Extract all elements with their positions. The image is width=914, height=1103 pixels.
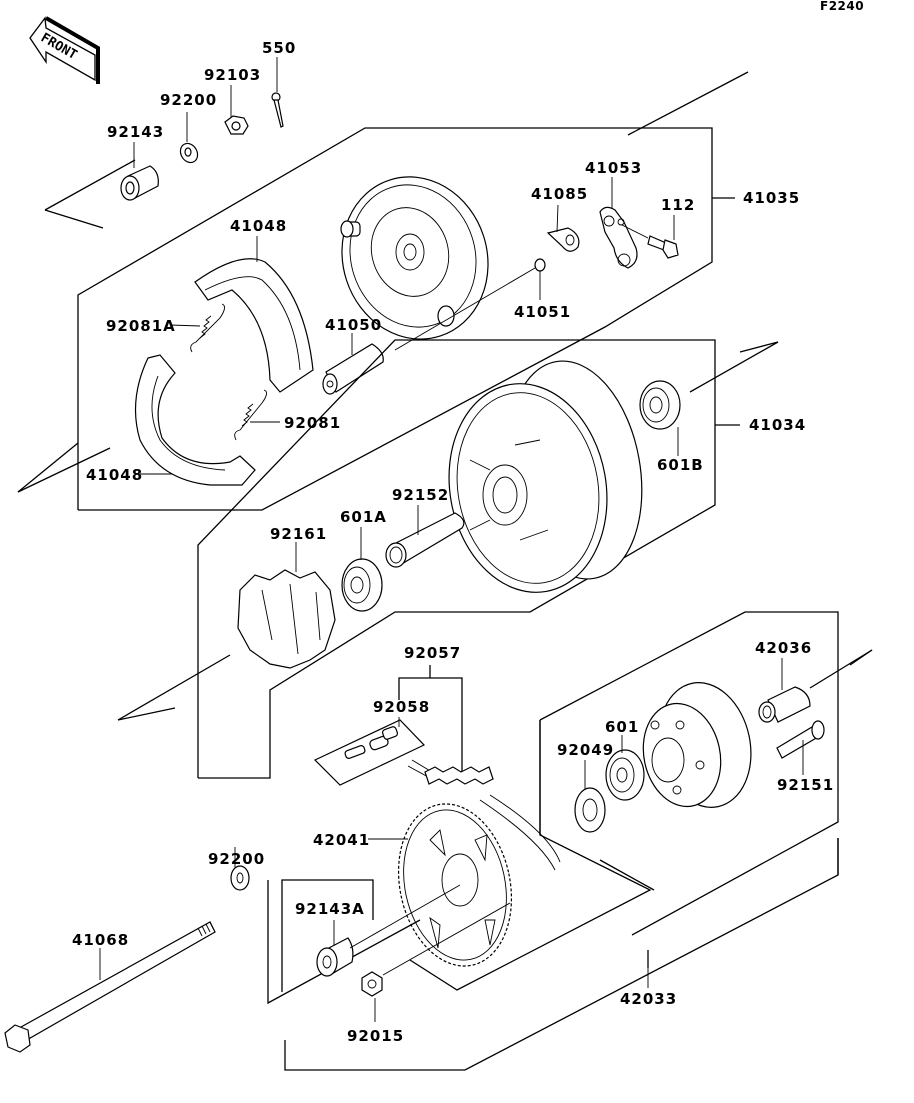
group-42033-frame	[284, 611, 873, 1071]
label-41053: 41053	[585, 159, 642, 177]
cotter-pin-550	[271, 57, 284, 128]
bearing-601A	[341, 527, 383, 612]
hub-42033	[642, 682, 752, 808]
brake-panel	[340, 176, 489, 340]
label-92200-bottom: 92200	[208, 850, 265, 868]
seal-41051	[394, 258, 546, 351]
bolt-92151	[776, 720, 825, 775]
label-41048-bottom: 41048	[86, 466, 143, 484]
label-41085: 41085	[531, 185, 588, 203]
bearing-601B	[639, 380, 681, 456]
chain-joint-92058	[313, 717, 426, 786]
axle-41068	[4, 921, 216, 1053]
bearing-601	[605, 735, 645, 801]
wheel-41034	[448, 360, 643, 593]
label-92103: 92103	[204, 66, 261, 84]
label-41050: 41050	[325, 316, 382, 334]
nut-92015	[361, 902, 511, 1022]
seal-92049	[574, 760, 606, 833]
front-arrow-icon: FRONT	[29, 16, 100, 84]
collar-92143	[120, 142, 159, 201]
washer-92200-bottom	[230, 847, 250, 891]
indicator-41085	[546, 204, 580, 252]
washer-92200-top	[179, 112, 199, 164]
cam-lever-41053	[599, 177, 638, 269]
label-41068: 41068	[72, 931, 129, 949]
label-42033: 42033	[620, 990, 677, 1008]
label-92081A: 92081A	[106, 317, 176, 335]
label-41034: 41034	[749, 416, 806, 434]
label-92081: 92081	[284, 414, 341, 432]
label-92015: 92015	[347, 1027, 404, 1045]
label-550: 550	[262, 39, 296, 57]
cam-shaft-41050	[322, 333, 384, 395]
label-601B: 601B	[657, 456, 704, 474]
spring-92081A	[169, 303, 225, 353]
figure-code: F2240	[820, 0, 864, 13]
label-92058: 92058	[373, 698, 430, 716]
label-41035: 41035	[743, 189, 800, 207]
castle-nut-92103	[224, 85, 249, 135]
damper-92161	[237, 542, 336, 669]
collar-92152	[385, 505, 465, 568]
label-92152: 92152	[392, 486, 449, 504]
chain-92057	[407, 759, 561, 871]
label-601: 601	[605, 718, 639, 736]
label-92151: 92151	[777, 776, 834, 794]
label-42036: 42036	[755, 639, 812, 657]
label-41048-top: 41048	[230, 217, 287, 235]
collar-42036	[758, 658, 811, 723]
label-42041: 42041	[313, 831, 370, 849]
label-92200-top: 92200	[160, 91, 217, 109]
brake-shoe-41048-top	[194, 236, 314, 393]
label-41051: 41051	[514, 303, 571, 321]
label-601A: 601A	[340, 508, 387, 526]
label-92161: 92161	[270, 525, 327, 543]
label-92057: 92057	[404, 644, 461, 662]
label-92049: 92049	[557, 741, 614, 759]
brake-shoe-41048-bottom	[134, 354, 256, 486]
label-92143A: 92143A	[295, 900, 365, 918]
collar-92143A	[267, 879, 461, 1005]
group-92057-bracket	[398, 665, 463, 775]
label-92143: 92143	[107, 123, 164, 141]
bolt-112	[621, 215, 679, 259]
sprocket-42041	[368, 803, 513, 967]
label-112: 112	[661, 196, 695, 214]
group-41035-frame	[17, 71, 749, 511]
spring-92081	[234, 389, 280, 441]
